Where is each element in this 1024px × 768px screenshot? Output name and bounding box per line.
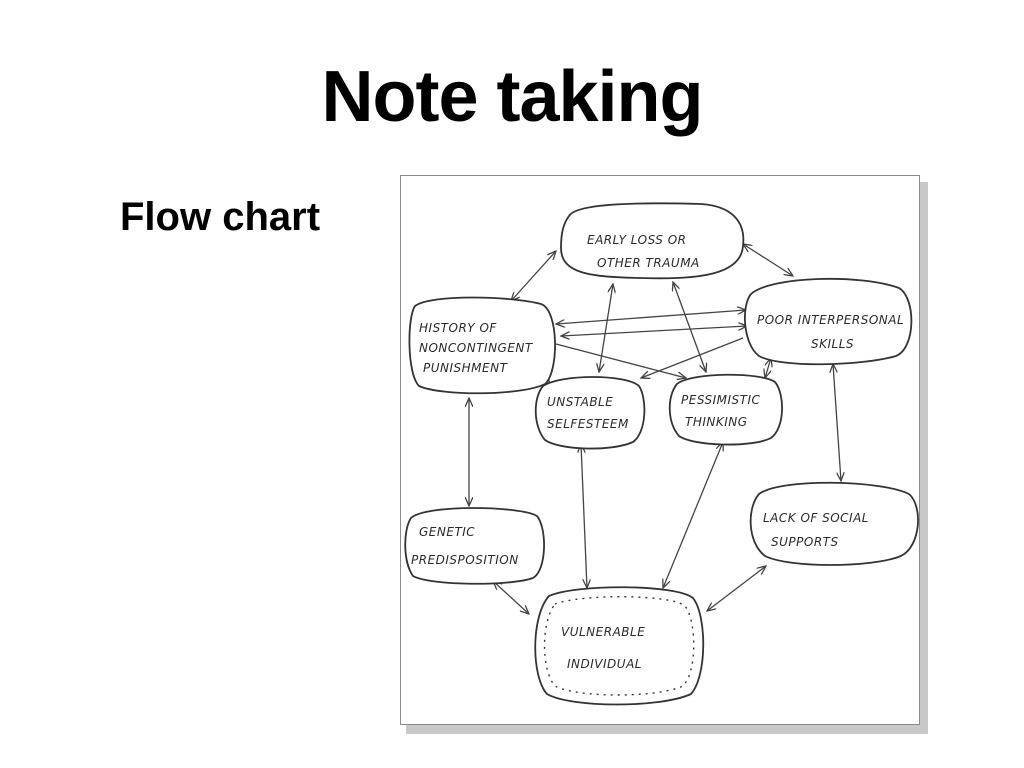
edge-poor-pessimistic	[765, 358, 771, 378]
node-unstable-line2: SELFESTEEM	[547, 417, 629, 431]
node-pessimistic-line2: THINKING	[685, 415, 748, 429]
node-vulnerable-line2: INDIVIDUAL	[567, 657, 642, 671]
edge-poor-unstable	[641, 337, 744, 378]
node-early-loss-line2: OTHER TRAUMA	[597, 256, 700, 270]
node-history: HISTORY OF NONCONTINGENT PUNISHMENT	[408, 296, 556, 395]
edge-unstable-vulnerable	[581, 444, 587, 588]
node-lack-support-line2: SUPPORTS	[771, 535, 839, 549]
slide-title: Note taking	[321, 57, 703, 137]
node-unstable-line1: UNSTABLE	[547, 395, 613, 409]
node-genetic: GENETIC PREDISPOSITION	[404, 507, 545, 585]
edge-pessimistic-vulnerable	[663, 442, 723, 588]
node-early-loss-line1: EARLY LOSS OR	[587, 233, 686, 247]
edge-history-poor-1	[556, 310, 746, 324]
node-history-line2: NONCONTINGENT	[419, 341, 534, 355]
node-pessimistic-line1: PESSIMISTIC	[681, 393, 761, 407]
node-vulnerable: VULNERABLE INDIVIDUAL	[534, 586, 705, 706]
node-lack-support-line1: LACK OF SOCIAL	[763, 511, 869, 525]
edge-poor-lack	[833, 364, 841, 481]
node-history-line3: PUNISHMENT	[423, 361, 509, 375]
edge-early-history	[511, 251, 556, 301]
edge-early-poor	[743, 244, 793, 276]
node-genetic-line1: GENETIC	[419, 525, 475, 539]
node-history-line1: HISTORY OF	[419, 321, 497, 335]
edge-history-pessimistic	[555, 343, 686, 378]
edge-genetic-vulnerable	[493, 581, 529, 614]
edge-history-poor-2	[561, 326, 747, 336]
node-poor-skills: POOR INTERPERSONAL SKILLS	[744, 277, 913, 366]
node-poor-skills-line1: POOR INTERPERSONAL	[757, 313, 904, 327]
node-genetic-line2: PREDISPOSITION	[411, 553, 519, 567]
node-vulnerable-dotted-border	[543, 596, 695, 696]
node-pessimistic: PESSIMISTIC THINKING	[668, 373, 783, 446]
flow-chart-figure: EARLY LOSS OR OTHER TRAUMA HISTORY OF NO…	[400, 175, 920, 725]
node-vulnerable-line1: VULNERABLE	[561, 625, 645, 639]
node-early-loss: EARLY LOSS OR OTHER TRAUMA	[560, 202, 745, 280]
node-lack-support: LACK OF SOCIAL SUPPORTS	[749, 481, 919, 566]
node-unstable: UNSTABLE SELFESTEEM	[534, 376, 646, 450]
node-poor-skills-line2: SKILLS	[811, 337, 854, 351]
edge-lack-vulnerable	[707, 566, 766, 611]
bullet-flow-chart: Flow chart	[120, 195, 321, 239]
edges	[469, 244, 841, 614]
flow-chart-svg: EARLY LOSS OR OTHER TRAUMA HISTORY OF NO…	[404, 202, 919, 706]
